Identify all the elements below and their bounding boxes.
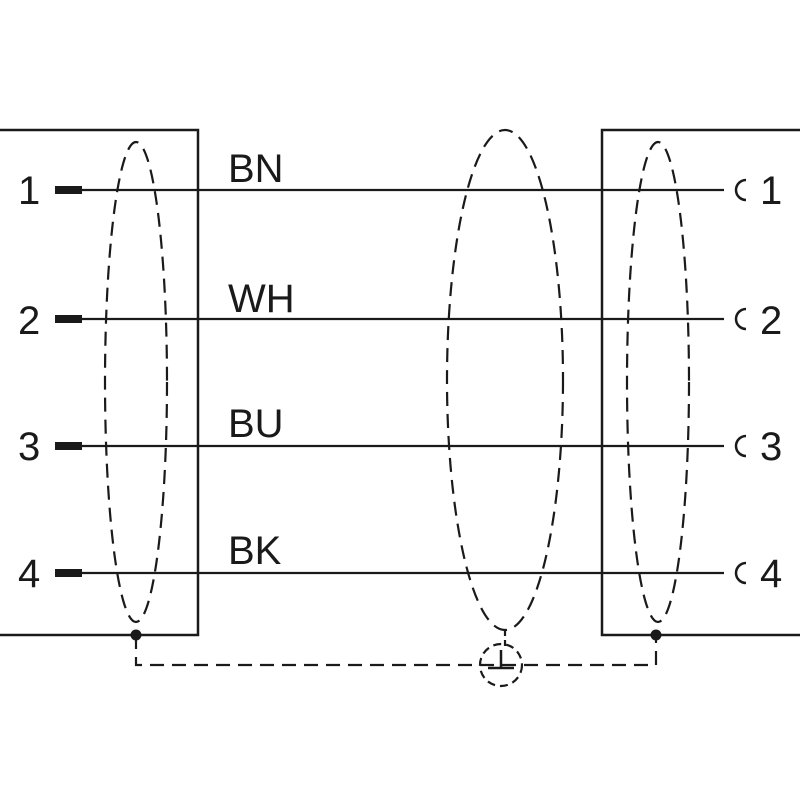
- left-pin-label: 4: [18, 552, 40, 596]
- female-socket-icon: [734, 561, 747, 585]
- male-pin-icon: [55, 315, 82, 323]
- shield-drain-path: [134, 635, 658, 667]
- wire-color-label: BU: [228, 402, 284, 446]
- male-pin-icon: [55, 442, 82, 450]
- wire-color-label: BN: [228, 147, 284, 191]
- wires: [55, 178, 747, 585]
- right-pin-label: 2: [760, 299, 782, 343]
- right-pin-labels: 1 2 3 4: [760, 169, 782, 596]
- female-socket-icon: [734, 307, 747, 331]
- right-pin-label: 4: [760, 552, 782, 596]
- left-pin-label: 2: [18, 299, 40, 343]
- wire-color-label: WH: [228, 277, 295, 321]
- left-pin-label: 3: [18, 425, 40, 469]
- male-pin-icon: [55, 569, 82, 577]
- female-socket-icon: [734, 178, 747, 202]
- right-connector-housing: [600, 128, 800, 637]
- left-connector-shield: [103, 140, 169, 624]
- right-pin-label: 1: [760, 169, 782, 213]
- male-pin-icon: [55, 186, 82, 194]
- wire-color-labels: BN WH BU BK: [228, 147, 295, 573]
- left-pin-labels: 1 2 3 4: [18, 169, 40, 596]
- right-connector-shield: [625, 140, 691, 624]
- left-connector-housing: [0, 128, 200, 637]
- ground-icon: [478, 630, 524, 688]
- female-socket-icon: [734, 434, 747, 458]
- right-pin-label: 3: [760, 425, 782, 469]
- left-pin-label: 1: [18, 169, 40, 213]
- cable-shield: [445, 128, 565, 632]
- wire-color-label: BK: [228, 529, 282, 573]
